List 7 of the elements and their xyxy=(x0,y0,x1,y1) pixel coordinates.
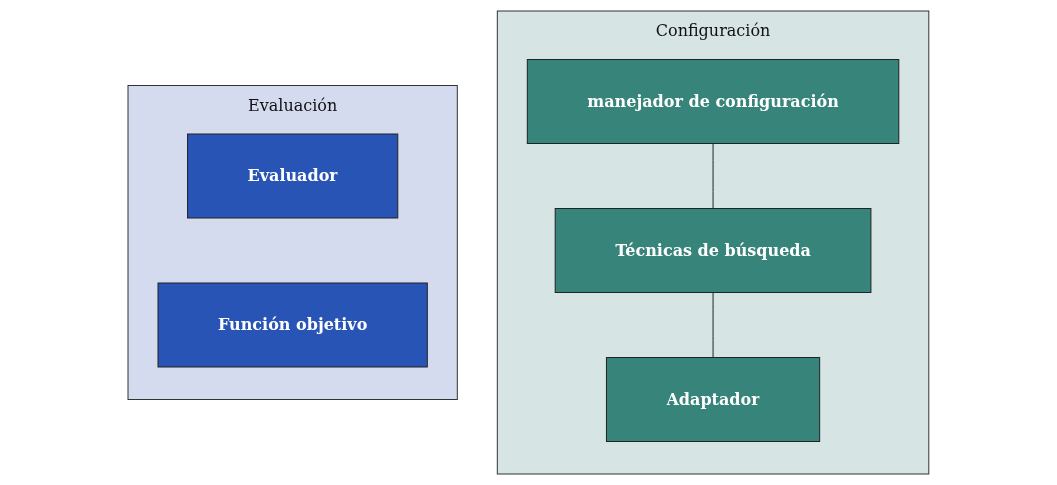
node-box: Técnicas de búsqueda xyxy=(554,208,872,293)
node-box: Evaluador xyxy=(187,133,399,219)
connector xyxy=(712,143,714,209)
node-box: Función objetivo xyxy=(157,282,428,368)
connector xyxy=(712,292,714,358)
node-box: Adaptador xyxy=(606,357,821,442)
node-box: manejador de configuración xyxy=(526,59,900,144)
